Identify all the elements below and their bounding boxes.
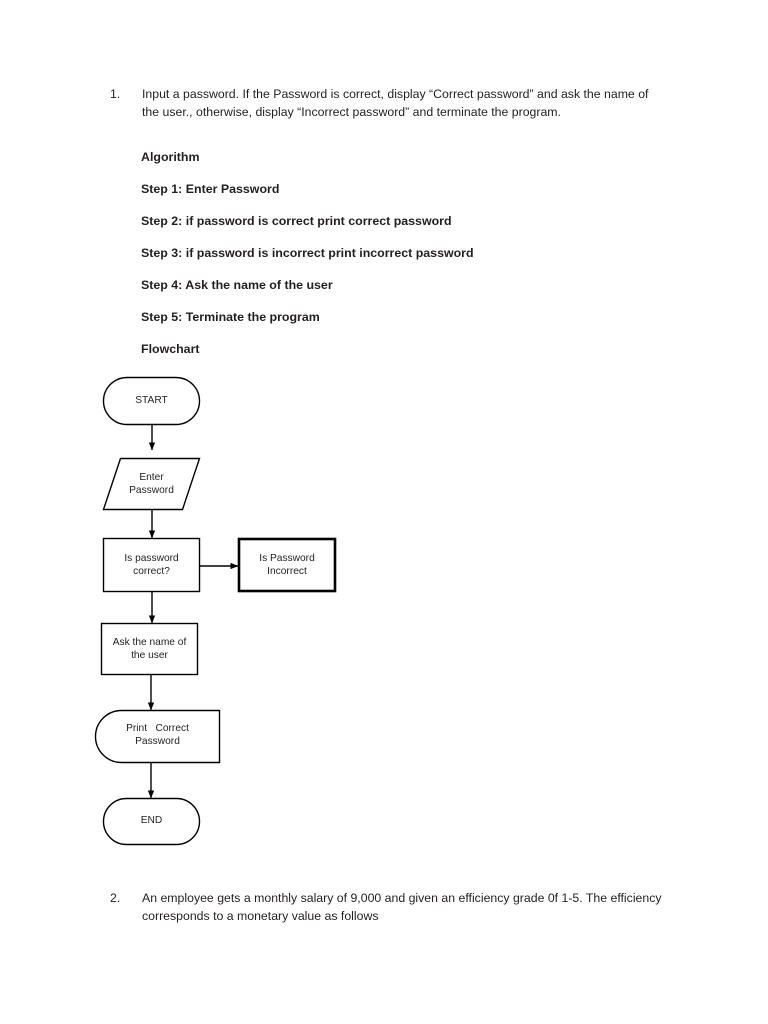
list-item: 1. Input a password. If the Password is …	[110, 86, 670, 121]
flowchart-label-incorrect-line2: Incorrect	[267, 566, 307, 578]
flowchart-node-print-correct	[94, 709, 221, 764]
flowchart-node-end	[102, 797, 201, 846]
list-item: 2. An employee gets a monthly salary of …	[110, 890, 690, 925]
list-item-text: An employee gets a monthly salary of 9,0…	[142, 891, 662, 923]
heading-flowchart: Flowchart	[141, 342, 200, 356]
algorithm-step-4: Step 4: Ask the name of the user	[141, 278, 333, 292]
flowchart-label-print-correct-line1: Print Correct	[126, 723, 189, 734]
list-item-text: Input a password. If the Password is cor…	[142, 87, 649, 119]
flowchart-label-incorrect: Is Password Incorrect	[238, 552, 336, 578]
flowchart-node-start	[102, 376, 201, 426]
flowchart-label-end: END	[140, 815, 163, 826]
flowchart-label-ask-name-line1: Ask the name of	[112, 637, 187, 648]
flowchart-label-print-correct-line2: Password	[135, 736, 180, 748]
heading-algorithm: Algorithm	[141, 150, 200, 164]
flowchart-node-incorrect	[237, 537, 337, 593]
list-item-marker: 2.	[110, 891, 121, 905]
flowchart-label-start: START	[135, 395, 168, 406]
algorithm-step-2: Step 2: if password is correct print cor…	[141, 214, 452, 228]
algorithm-step-3: Step 3: if password is incorrect print i…	[141, 246, 474, 260]
flowchart-label-decision-line1: Is password	[124, 553, 179, 564]
flowchart-node-ask-name	[100, 622, 199, 676]
flowchart-label-enter-password-line2: Password	[129, 485, 174, 497]
flowchart-label-enter-password-line1: Enter	[139, 472, 164, 483]
flowchart-label-ask-name-line2: the user	[131, 650, 168, 662]
flowchart-label-enter-password: Enter Password	[103, 471, 200, 497]
flowchart-label-decision-line2: correct?	[133, 566, 170, 578]
list-item-marker: 1.	[110, 87, 121, 101]
flowchart-label-ask-name: Ask the name of the user	[101, 636, 198, 662]
flowchart-node-enter-password	[102, 457, 201, 511]
algorithm-step-5: Step 5: Terminate the program	[141, 310, 320, 324]
flowchart-label-incorrect-line1: Is Password	[259, 553, 315, 564]
flowchart-label-print-correct: Print Correct Password	[100, 722, 215, 748]
algorithm-step-1: Step 1: Enter Password	[141, 182, 280, 196]
flowchart-label-decision: Is password correct?	[103, 552, 200, 578]
flowchart-node-decision	[102, 537, 201, 593]
